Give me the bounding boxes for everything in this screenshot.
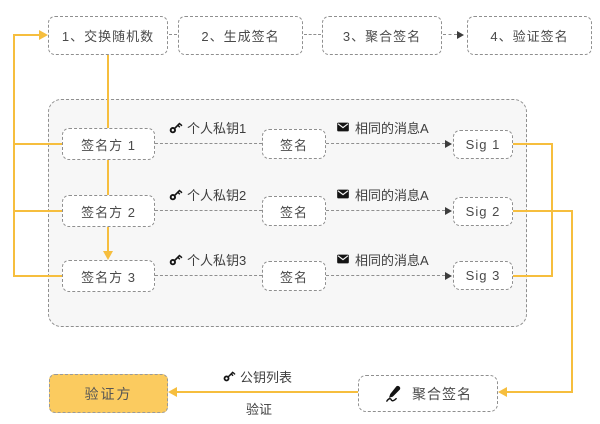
flow-stub-signer1	[13, 143, 62, 145]
verifier-box: 验证方	[49, 374, 168, 413]
signer-label: 签名方 3	[81, 269, 136, 285]
signer-label: 签名方 1	[81, 137, 136, 153]
step-box-1: 1、交换随机数	[48, 16, 168, 55]
message3-label: 相同的消息A	[335, 250, 429, 268]
flow-stub-sig3	[513, 275, 553, 277]
envelope-icon	[337, 122, 349, 132]
public-key-list-text: 公钥列表	[240, 369, 293, 385]
flow-line-aggregate-to-verifier	[177, 391, 358, 393]
flow-stub-signer3	[13, 275, 62, 277]
aggregate-signature-box: 聚合签名	[358, 375, 498, 412]
step-label: 3、聚合签名	[342, 29, 422, 44]
arrowhead-step4-icon	[457, 31, 464, 39]
signer3-box: 签名方 3	[62, 260, 155, 292]
sig2-box: Sig 2	[453, 197, 513, 226]
step-box-3: 3、聚合签名	[322, 16, 442, 55]
flow-line-sigs-to-aggregate	[571, 210, 573, 393]
dash-signer3-sign	[155, 275, 262, 276]
sign-label: 签名	[279, 269, 308, 285]
private-key3-label: 个人私钥3	[168, 250, 246, 268]
sig-label: Sig 3	[465, 268, 501, 283]
private-key2-label: 个人私钥2	[168, 185, 246, 203]
aggregate-label: 聚合签名	[412, 385, 472, 402]
key-icon	[169, 189, 183, 200]
flow-stub-sig1	[513, 143, 553, 145]
flow-stub-signer2	[13, 210, 62, 212]
sig1-box: Sig 1	[453, 130, 513, 159]
arrowhead-sig3-icon	[445, 271, 452, 280]
message-text: 相同的消息A	[355, 252, 429, 268]
signature-pen-icon	[386, 385, 401, 402]
flow-line-left-rail	[13, 34, 15, 277]
sig3-box: Sig 3	[453, 261, 513, 290]
message-text: 相同的消息A	[355, 187, 429, 203]
arrowhead-into-aggregate-icon	[498, 387, 507, 397]
message2-label: 相同的消息A	[335, 185, 429, 203]
flow-line-into-aggregate	[506, 391, 573, 393]
connector-step1-step2	[169, 34, 177, 35]
dash-sign1-sig1	[326, 143, 445, 144]
public-key-list-label: 公钥列表	[222, 367, 292, 385]
step-label: 4、验证签名	[490, 29, 569, 44]
key-icon	[223, 371, 236, 382]
dash-signer2-sign	[155, 210, 262, 211]
signer-label: 签名方 2	[81, 204, 136, 220]
flow-line-to-step1	[13, 34, 39, 36]
sign1-box: 签名	[262, 129, 326, 159]
dash-sign2-sig2	[326, 210, 445, 211]
arrowhead-into-step1-icon	[39, 30, 48, 40]
message1-label: 相同的消息A	[335, 118, 429, 136]
flow-stub-sig2	[513, 210, 573, 212]
private-key-text: 个人私钥1	[187, 120, 247, 136]
step-label: 1、交换随机数	[61, 29, 155, 44]
step-label: 2、生成签名	[201, 29, 280, 44]
dash-signer1-sign	[155, 143, 262, 144]
dash-sign3-sig3	[326, 275, 445, 276]
sig-label: Sig 1	[465, 137, 501, 152]
message-text: 相同的消息A	[355, 120, 429, 136]
step-box-2: 2、生成签名	[178, 16, 303, 55]
envelope-icon	[337, 189, 349, 199]
connector-step2-step3	[304, 34, 321, 35]
sign3-box: 签名	[262, 261, 326, 291]
verifier-label: 验证方	[84, 385, 133, 402]
signer1-box: 签名方 1	[62, 128, 155, 160]
sig-label: Sig 2	[465, 204, 501, 219]
arrowhead-sig2-icon	[445, 206, 452, 215]
sign-label: 签名	[279, 204, 308, 220]
verify-label: 验证	[246, 402, 273, 417]
private-key-text: 个人私钥2	[187, 187, 247, 203]
envelope-icon	[337, 254, 349, 264]
sign2-box: 签名	[262, 196, 326, 226]
arrowhead-into-signer3-icon	[103, 251, 113, 260]
private-key-text: 个人私钥3	[187, 252, 247, 268]
key-icon	[169, 122, 183, 133]
private-key1-label: 个人私钥1	[168, 118, 246, 136]
connector-step3-step4	[443, 34, 457, 35]
arrowhead-sig1-icon	[445, 139, 452, 148]
step-box-4: 4、验证签名	[467, 16, 592, 55]
arrowhead-into-verifier-icon	[168, 387, 177, 397]
signer2-box: 签名方 2	[62, 195, 155, 227]
sign-label: 签名	[279, 137, 308, 153]
key-icon	[169, 254, 183, 265]
